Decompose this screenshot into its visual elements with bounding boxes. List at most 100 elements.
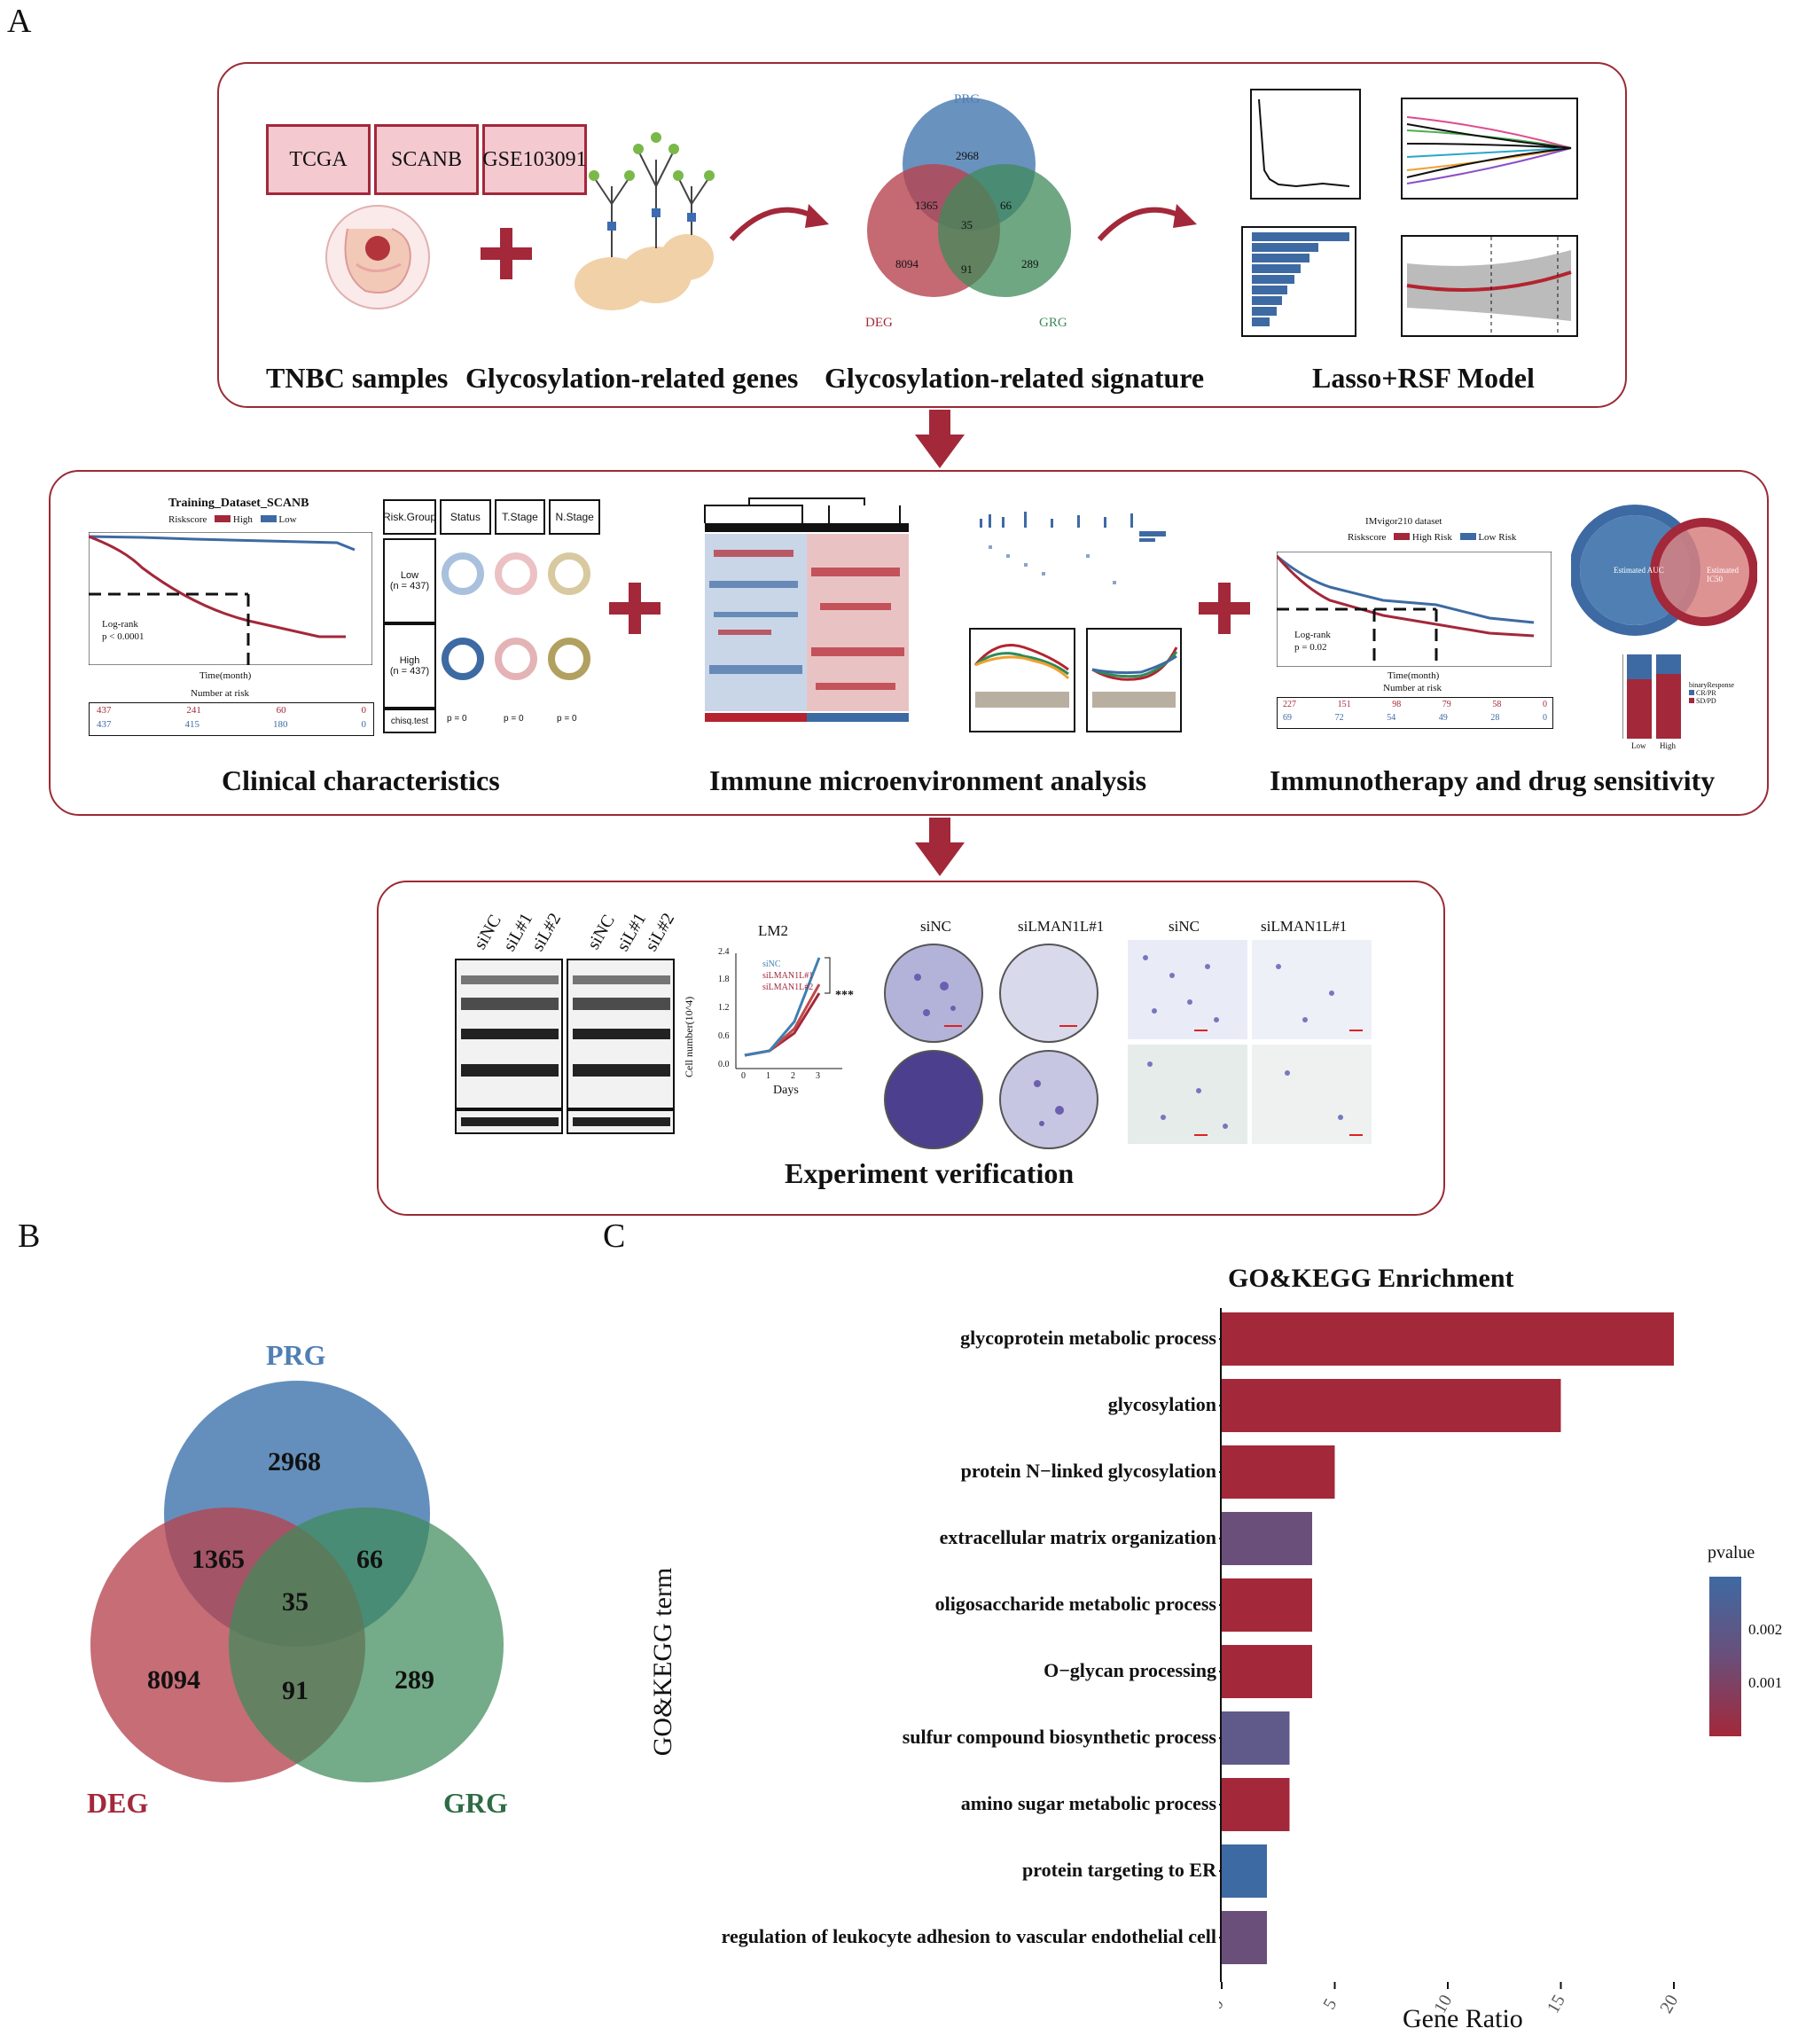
- response-xlabel: Low: [1631, 741, 1646, 750]
- km1-risk-title: Number at risk: [191, 688, 249, 699]
- source-tcga: TCGA: [266, 124, 371, 195]
- western-blot-image: [455, 959, 675, 1134]
- source-scanb: SCANB: [374, 124, 479, 195]
- mini-venn-count: 8094: [895, 257, 919, 270]
- rsf-error-plot-thumbnail: [1250, 89, 1361, 200]
- caption-lasso-rsf: Lasso+RSF Model: [1312, 362, 1535, 394]
- km-training-plot: Training_Dataset_SCANB Riskscore High Lo…: [62, 497, 374, 745]
- km1-xlabel: Time(month): [199, 670, 252, 681]
- mini-venn-count: 35: [961, 218, 973, 231]
- mini-venn-diagram: [867, 98, 1071, 297]
- down-arrow-icon: [915, 818, 965, 876]
- plus-icon: [481, 228, 532, 279]
- venn-count-prg-grg: 66: [356, 1545, 383, 1574]
- bar: [1222, 1379, 1561, 1432]
- mini-venn-count: 1365: [915, 199, 938, 212]
- bar: [1222, 1512, 1312, 1565]
- growth-series-label: siLMAN1L#2: [762, 983, 814, 992]
- category-label: protein targeting to ER: [1022, 1859, 1216, 1881]
- category-label: glycosylation: [1107, 1393, 1216, 1415]
- caption-immune: Immune microenvironment analysis: [709, 764, 1147, 796]
- km1-title: Training_Dataset_SCANB: [168, 497, 309, 510]
- venn-label-deg: DEG: [87, 1787, 149, 1819]
- venn-count-deg-grg: 91: [282, 1676, 309, 1705]
- colony-plates-image: [884, 944, 1098, 1149]
- chart-category-labels: glycoprotein metabolic process glycosylat…: [638, 1308, 1216, 1964]
- km-imvigor-plot: IMvigor210 dataset Riskscore High Risk L…: [1250, 516, 1560, 738]
- lasso-coef-plot-thumbnail: [1401, 98, 1578, 200]
- response-legend: binaryResponse CR/PR SD/PD: [1689, 681, 1735, 705]
- panel-b-letter: B: [18, 1218, 41, 1255]
- mini-venn-grg: GRG: [1039, 316, 1067, 330]
- plus-icon: [609, 583, 661, 634]
- colony-label: siLMAN1L#1: [1018, 918, 1105, 935]
- clinical-table: Risk.Group Status T.Stage N.Stage Low (n…: [383, 499, 601, 733]
- curved-arrow-icon: [729, 204, 829, 242]
- venn-count-prg-deg: 1365: [192, 1545, 245, 1574]
- category-label: sulfur compound biosynthetic process: [902, 1726, 1216, 1748]
- caption-glyco-genes: Glycosylation-related genes: [465, 362, 799, 394]
- category-label: regulation of leukocyte adhesion to vasc…: [721, 1925, 1216, 1947]
- venn-count-prg-only: 2968: [268, 1447, 321, 1476]
- colorbar-tick: 0.001: [1748, 1674, 1783, 1691]
- gsea-plot-thumbnail: [1086, 628, 1182, 732]
- growth-title: LM2: [758, 922, 788, 939]
- growth-curve-chart: LM2 Cell number(10^4) siNC siLMAN1L#1 si…: [683, 922, 854, 1097]
- growth-sig: ***: [835, 989, 854, 1002]
- response-xlabel: High: [1660, 741, 1676, 750]
- km2-legend: Riskscore High Risk Low Risk: [1348, 532, 1517, 543]
- km2-risk-title: Number at risk: [1383, 683, 1442, 693]
- km2-pval: p = 0.02: [1294, 642, 1327, 653]
- caption-tnbc-samples: TNBC samples: [266, 362, 449, 394]
- source-gse: GSE103091: [482, 124, 587, 195]
- caption-immunotherapy: Immunotherapy and drug sensitivity: [1270, 764, 1716, 796]
- chart-xlabel: Gene Ratio: [1403, 2004, 1523, 2033]
- mini-venn-deg: DEG: [865, 316, 893, 330]
- drug-venn-diagram: [1571, 505, 1757, 636]
- colorbar: [1709, 1577, 1741, 1736]
- x-tick-label: 20: [1656, 1992, 1682, 2017]
- colorbar-tick: 0.002: [1748, 1621, 1783, 1638]
- mini-venn-count: 91: [961, 262, 973, 276]
- caption-glyco-signature: Glycosylation-related signature: [825, 362, 1205, 394]
- venn-count-all: 35: [282, 1587, 309, 1617]
- mini-venn-count: 289: [1021, 257, 1039, 270]
- venn-label-grg: GRG: [443, 1787, 508, 1819]
- bar: [1222, 1578, 1312, 1632]
- response-bar-chart: binaryResponse CR/PR SD/PD Low High: [1605, 654, 1764, 752]
- venn-diagram: [90, 1381, 504, 1782]
- drug-venn-left: Estimated AUC: [1614, 566, 1664, 575]
- transwell-label: siLMAN1L#1: [1261, 918, 1348, 935]
- x-tick-label: 15: [1544, 1992, 1569, 2017]
- caption-clinical: Clinical characteristics: [222, 764, 500, 796]
- lasso-cv-plot-thumbnail: [1401, 235, 1578, 337]
- pipeline-bottom-frame: [377, 881, 1445, 1216]
- pipeline-middle-frame: [49, 470, 1769, 816]
- category-label: O−glycan processing: [1044, 1659, 1216, 1681]
- bar: [1222, 1778, 1290, 1831]
- category-label: glycoprotein metabolic process: [960, 1327, 1216, 1349]
- category-label: extracellular matrix organization: [939, 1526, 1216, 1548]
- colorbar-title: pvalue: [1708, 1543, 1755, 1562]
- category-label: amino sugar metabolic process: [960, 1792, 1216, 1814]
- bar: [1222, 1911, 1267, 1964]
- plus-icon: [1199, 583, 1250, 634]
- growth-series-label: siLMAN1L#1: [762, 971, 814, 981]
- chart-title: GO&KEGG Enrichment: [1228, 1264, 1514, 1293]
- category-label: protein N−linked glycosylation: [960, 1460, 1216, 1482]
- transwell-label: siNC: [1169, 918, 1200, 935]
- drug-venn-right: Estimated IC50: [1707, 566, 1739, 583]
- mini-venn-prg: PRG: [954, 92, 981, 106]
- caption-experiment: Experiment verification: [785, 1157, 1075, 1189]
- km1-pval: p < 0.0001: [102, 631, 145, 642]
- km1-logrank: Log-rank: [102, 619, 138, 630]
- glycoprotein-illustration: [575, 132, 715, 310]
- category-label: oligosaccharide metabolic process: [934, 1593, 1216, 1615]
- growth-ylabel: Cell number(10^4): [683, 996, 695, 1077]
- blot-lane-labels: siNC siL#1 siL#2 siNC siL#1 siL#2: [470, 910, 679, 955]
- venn-count-grg-only: 289: [395, 1665, 434, 1695]
- venn-count-deg-only: 8094: [147, 1665, 200, 1695]
